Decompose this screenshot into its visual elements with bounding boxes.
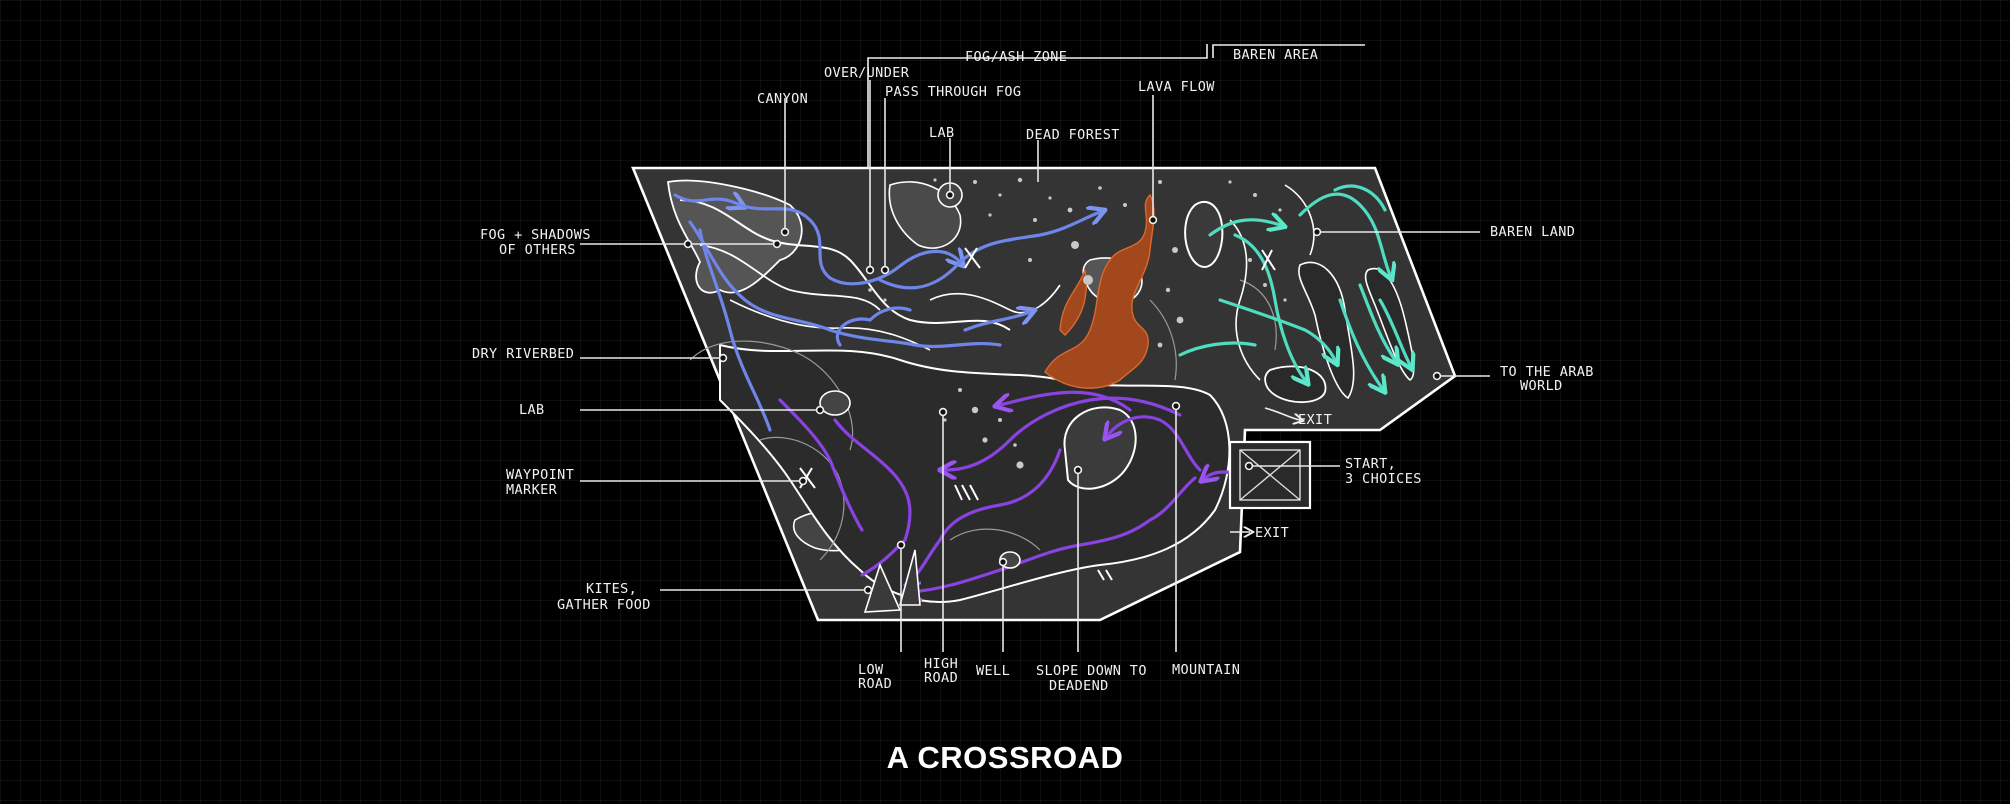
- waypoint-marker-label: WAYPOINT: [506, 467, 574, 483]
- dead-forest-label: DEAD FOREST: [1026, 127, 1120, 143]
- lab-left-label: LAB: [519, 402, 545, 418]
- exit-arrows: [1230, 407, 1300, 532]
- kite-shapes: [863, 549, 921, 613]
- well-label: WELL: [976, 663, 1010, 679]
- leader-lines: [580, 80, 1490, 652]
- kites-label: KITES,: [586, 581, 637, 597]
- high-road-label: HIGH: [924, 656, 958, 672]
- start-choices-label-2: 3 CHOICES: [1345, 471, 1422, 487]
- page-title: A CROSSROAD: [886, 740, 1124, 775]
- to-arab-world-label: TO THE ARAB: [1500, 364, 1594, 380]
- leader-dots: [683, 190, 1442, 595]
- start-box: [1228, 440, 1312, 510]
- waypoint-marker-icons: [799, 247, 1276, 581]
- to-arab-world-label-2: WORLD: [1520, 378, 1563, 394]
- teal-path: [1178, 184, 1410, 388]
- barren-area-zone-label: BAREN AREA: [1233, 47, 1318, 63]
- lab-top-label: LAB: [929, 125, 955, 141]
- exit-top-label: EXIT: [1298, 412, 1332, 428]
- mountain-label: MOUNTAIN: [1172, 662, 1240, 678]
- pass-through-fog-label: PASS THROUGH FOG: [885, 84, 1021, 100]
- lava-flow-shape: [1044, 193, 1155, 389]
- fog-shadows-label-2: OF OTHERS: [499, 242, 576, 258]
- barren-land-label: BAREN LAND: [1490, 224, 1575, 240]
- low-road-label: LOW: [858, 662, 884, 678]
- low-road-label-2: ROAD: [858, 676, 892, 692]
- purple-path: [778, 390, 1247, 592]
- lava-flow-label: LAVA FLOW: [1138, 79, 1215, 95]
- exit-bottom-label: EXIT: [1255, 525, 1289, 541]
- start-choices-label: START,: [1345, 456, 1396, 472]
- slope-down-label-2: DEADEND: [1049, 678, 1109, 694]
- slope-down-label: SLOPE DOWN TO: [1036, 663, 1147, 679]
- kites-label-2: GATHER FOOD: [557, 597, 651, 613]
- fog-shadows-label: FOG + SHADOWS: [480, 227, 591, 243]
- blue-path: [673, 195, 1100, 432]
- waypoint-marker-label-2: MARKER: [506, 482, 558, 498]
- fog-particles: [868, 177, 1287, 469]
- canyon-label: CANYON: [757, 91, 808, 107]
- fog-ash-zone-label: FOG/ASH ZONE: [965, 49, 1067, 65]
- high-road-label-2: ROAD: [924, 670, 958, 686]
- dry-riverbed-label: DRY RIVERBED: [472, 346, 574, 362]
- zone-brackets: [867, 44, 1365, 168]
- over-under-label: OVER/UNDER: [824, 65, 910, 81]
- lab-icons: [819, 182, 963, 416]
